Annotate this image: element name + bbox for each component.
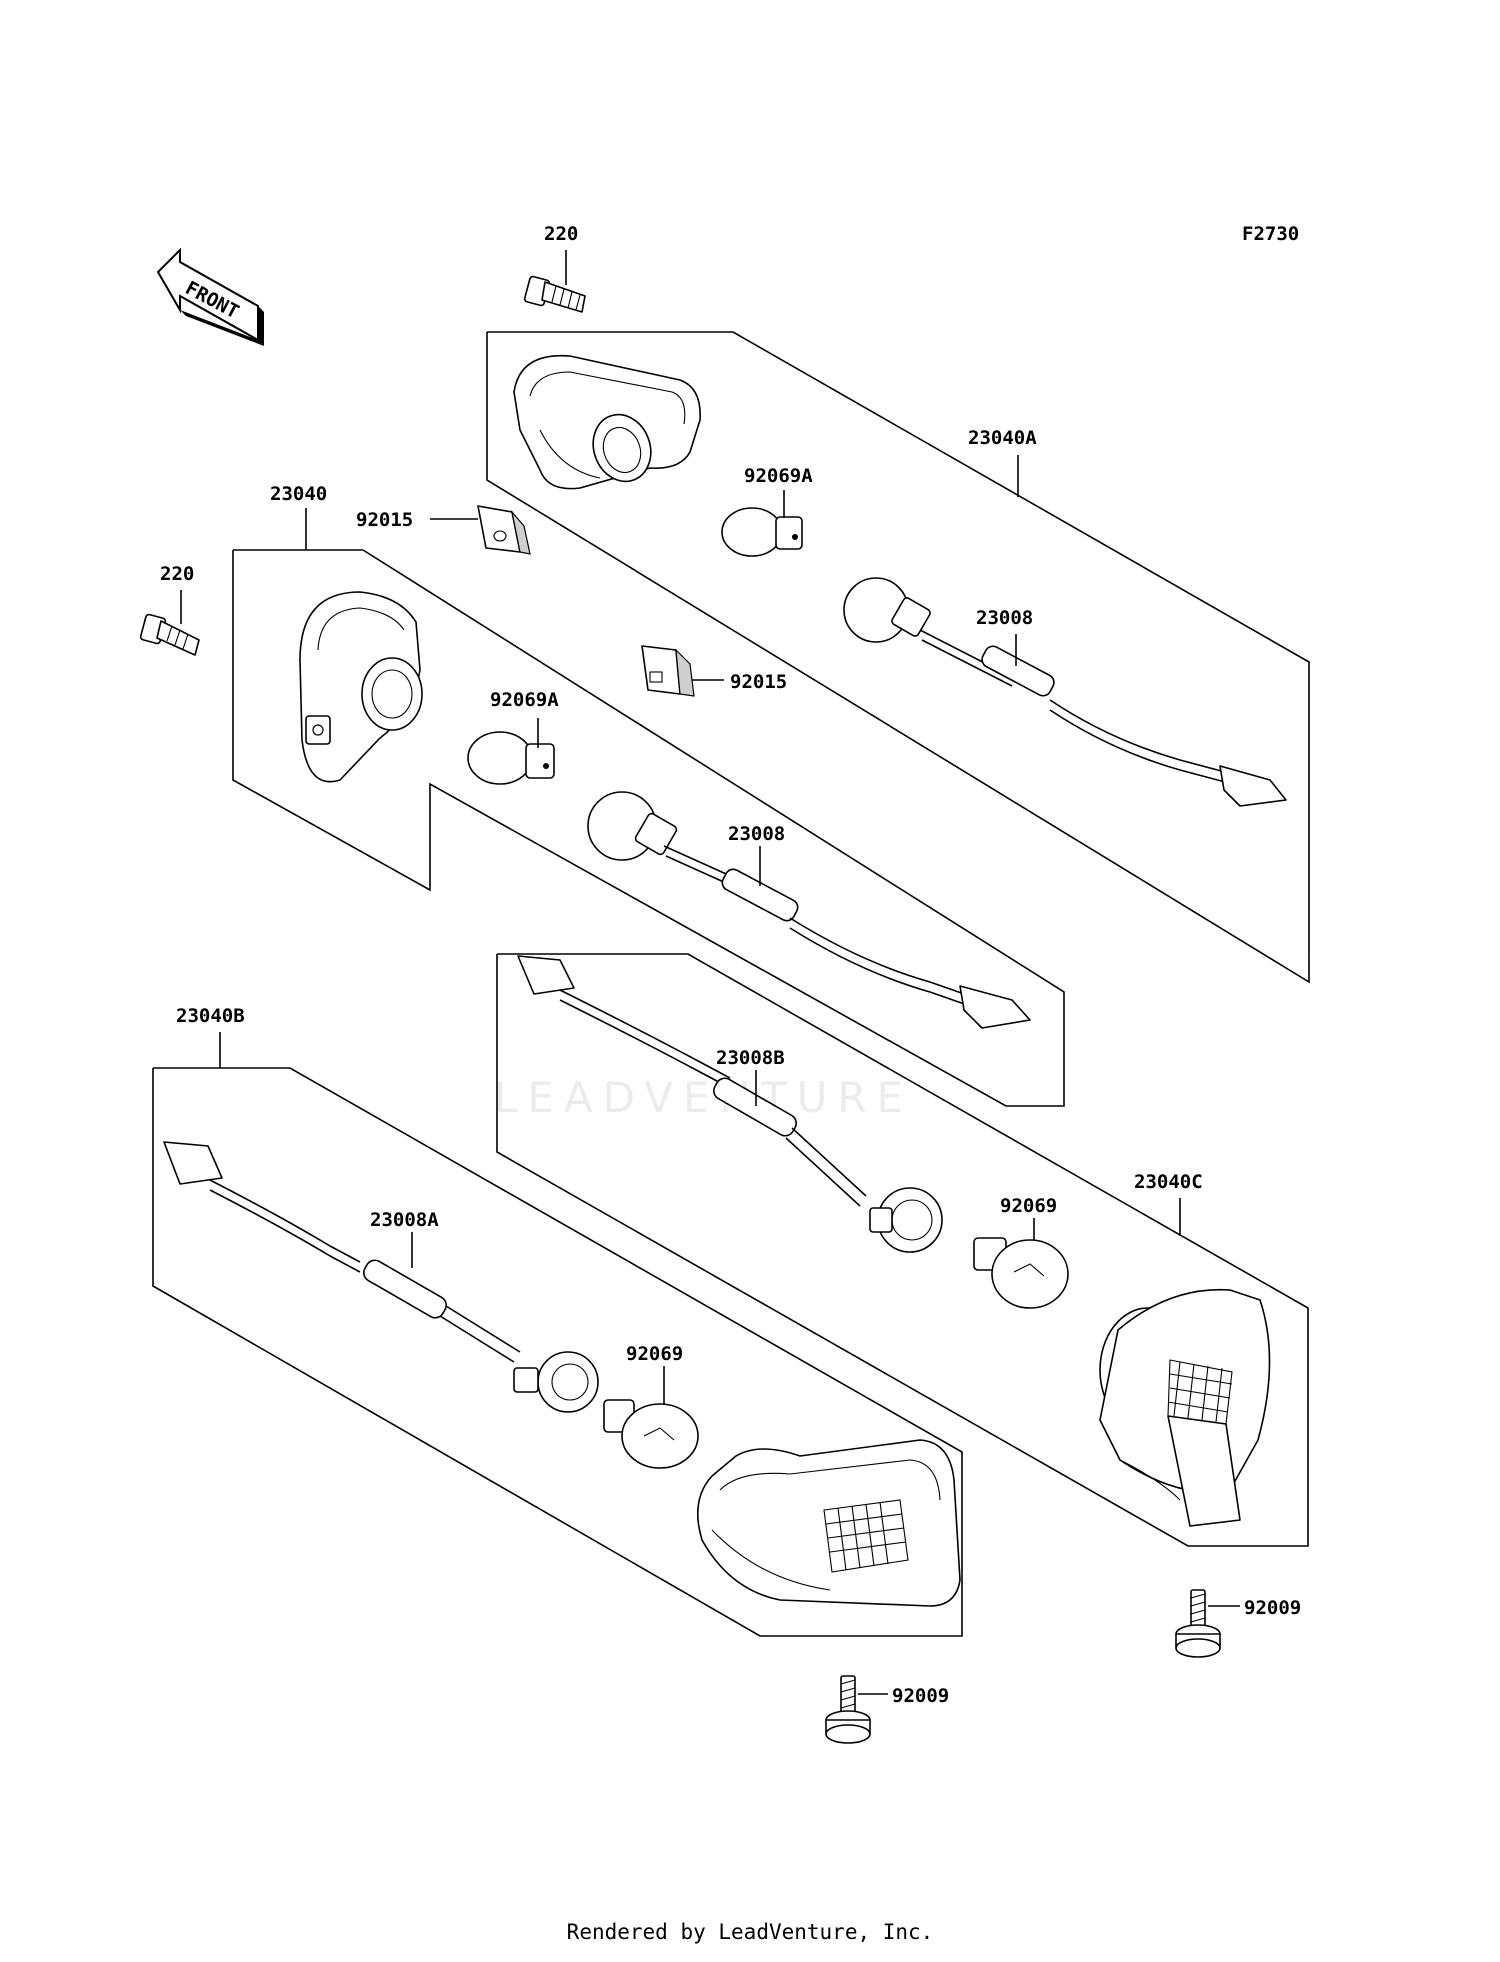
screw-92009-right	[1175, 1589, 1221, 1658]
screw-220-top	[523, 275, 586, 313]
assembly-23040-frame	[232, 549, 1065, 1107]
callout-23008a: 23008A	[370, 1209, 439, 1231]
callout-92009-bottom: 92009	[892, 1685, 949, 1707]
callout-23008b: 23008B	[716, 1047, 785, 1069]
callout-23040b: 23040B	[176, 1005, 245, 1027]
screw-92009-bottom	[825, 1675, 871, 1744]
watermark-text: LEADVENTURE	[494, 1073, 913, 1122]
bulb-92069-left	[603, 1399, 699, 1469]
footer-credit: Rendered by LeadVenture, Inc.	[566, 1920, 934, 1944]
assembly-23040b-frame	[152, 1067, 963, 1637]
callout-92069a-top: 92069A	[744, 465, 813, 487]
callout-23040c: 23040C	[1134, 1171, 1203, 1193]
bulb-92069a-mid	[467, 731, 555, 785]
clip-92015-left	[477, 505, 531, 555]
bulb-92069-right	[973, 1237, 1069, 1309]
clip-92015-right	[641, 645, 695, 697]
callout-220-top: 220	[544, 223, 578, 245]
callout-92069-left: 92069	[626, 1343, 683, 1365]
lens-housing-23040	[299, 591, 423, 783]
callout-23040: 23040	[270, 483, 327, 505]
callout-92015-left: 92015	[356, 509, 413, 531]
socket-harness-23008a	[163, 1141, 599, 1413]
callout-23040a: 23040A	[968, 427, 1037, 449]
socket-harness-23008-top	[843, 577, 1287, 807]
callout-23008-top: 23008	[976, 607, 1033, 629]
lens-housing-23040c	[1099, 1288, 1271, 1527]
callout-92069-right: 92069	[1000, 1195, 1057, 1217]
callout-23008-mid: 23008	[728, 823, 785, 845]
assembly-23040c-frame	[496, 953, 1309, 1547]
callout-92015-right: 92015	[730, 671, 787, 693]
socket-harness-23008-mid	[587, 791, 1031, 1029]
lens-housing-23040a	[513, 354, 701, 490]
callout-92069a-mid: 92069A	[490, 689, 559, 711]
screw-220-left	[139, 613, 200, 656]
lens-housing-23040b	[696, 1439, 961, 1607]
callout-92009-right: 92009	[1244, 1597, 1301, 1619]
callout-220-left: 220	[160, 563, 194, 585]
bulb-92069a-top	[721, 507, 803, 557]
socket-harness-23008b	[517, 955, 943, 1253]
figure-code: F2730	[1242, 223, 1299, 245]
assembly-23040a-frame	[486, 331, 1310, 984]
front-arrow-icon: FRONT	[156, 247, 264, 346]
